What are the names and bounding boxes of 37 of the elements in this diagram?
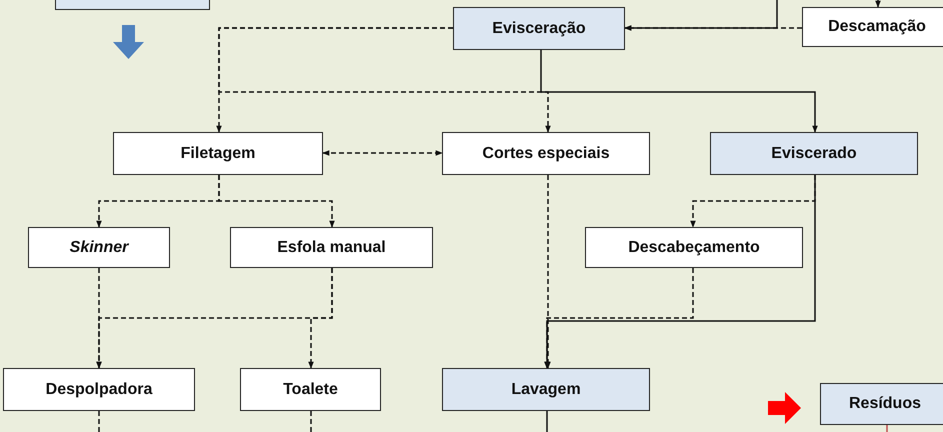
process-box	[442, 132, 650, 175]
step-label: Resíduos	[848, 395, 921, 413]
step-label: Cortes especiais	[482, 144, 610, 162]
step-label: Despolpadora	[46, 380, 152, 398]
step-label: Filetagem	[180, 144, 256, 162]
step-label: Descamação	[828, 18, 926, 36]
arrow	[540, 50, 818, 133]
arrow	[322, 150, 443, 156]
process-box	[230, 227, 433, 268]
step-label: Toalete	[283, 380, 338, 398]
process-box	[453, 7, 625, 50]
step-label: Lavagem	[511, 380, 581, 398]
arrow	[544, 268, 694, 369]
arrow	[875, 0, 881, 8]
step-label: Esfola manual	[277, 238, 386, 256]
process-box	[442, 368, 650, 411]
connector-line	[98, 411, 100, 432]
arrow	[308, 268, 333, 369]
arrow	[624, 25, 802, 31]
process-box	[802, 7, 943, 47]
step-label: Eviscerado	[771, 144, 857, 162]
process-box	[28, 227, 170, 268]
process-box	[3, 368, 195, 411]
step-label: Descabeçamento	[628, 238, 760, 256]
process-box	[585, 227, 803, 268]
connector-line	[310, 411, 312, 432]
arrow	[218, 27, 551, 133]
step-label: Evisceração	[492, 20, 586, 38]
process-box	[113, 132, 323, 175]
step-label: Skinner	[70, 238, 128, 256]
arrow	[545, 175, 551, 369]
process-box	[710, 132, 918, 175]
connector-line	[886, 425, 888, 432]
process-box	[240, 368, 381, 411]
connector-line	[546, 411, 548, 432]
process-box	[820, 383, 943, 425]
arrow	[218, 175, 335, 228]
